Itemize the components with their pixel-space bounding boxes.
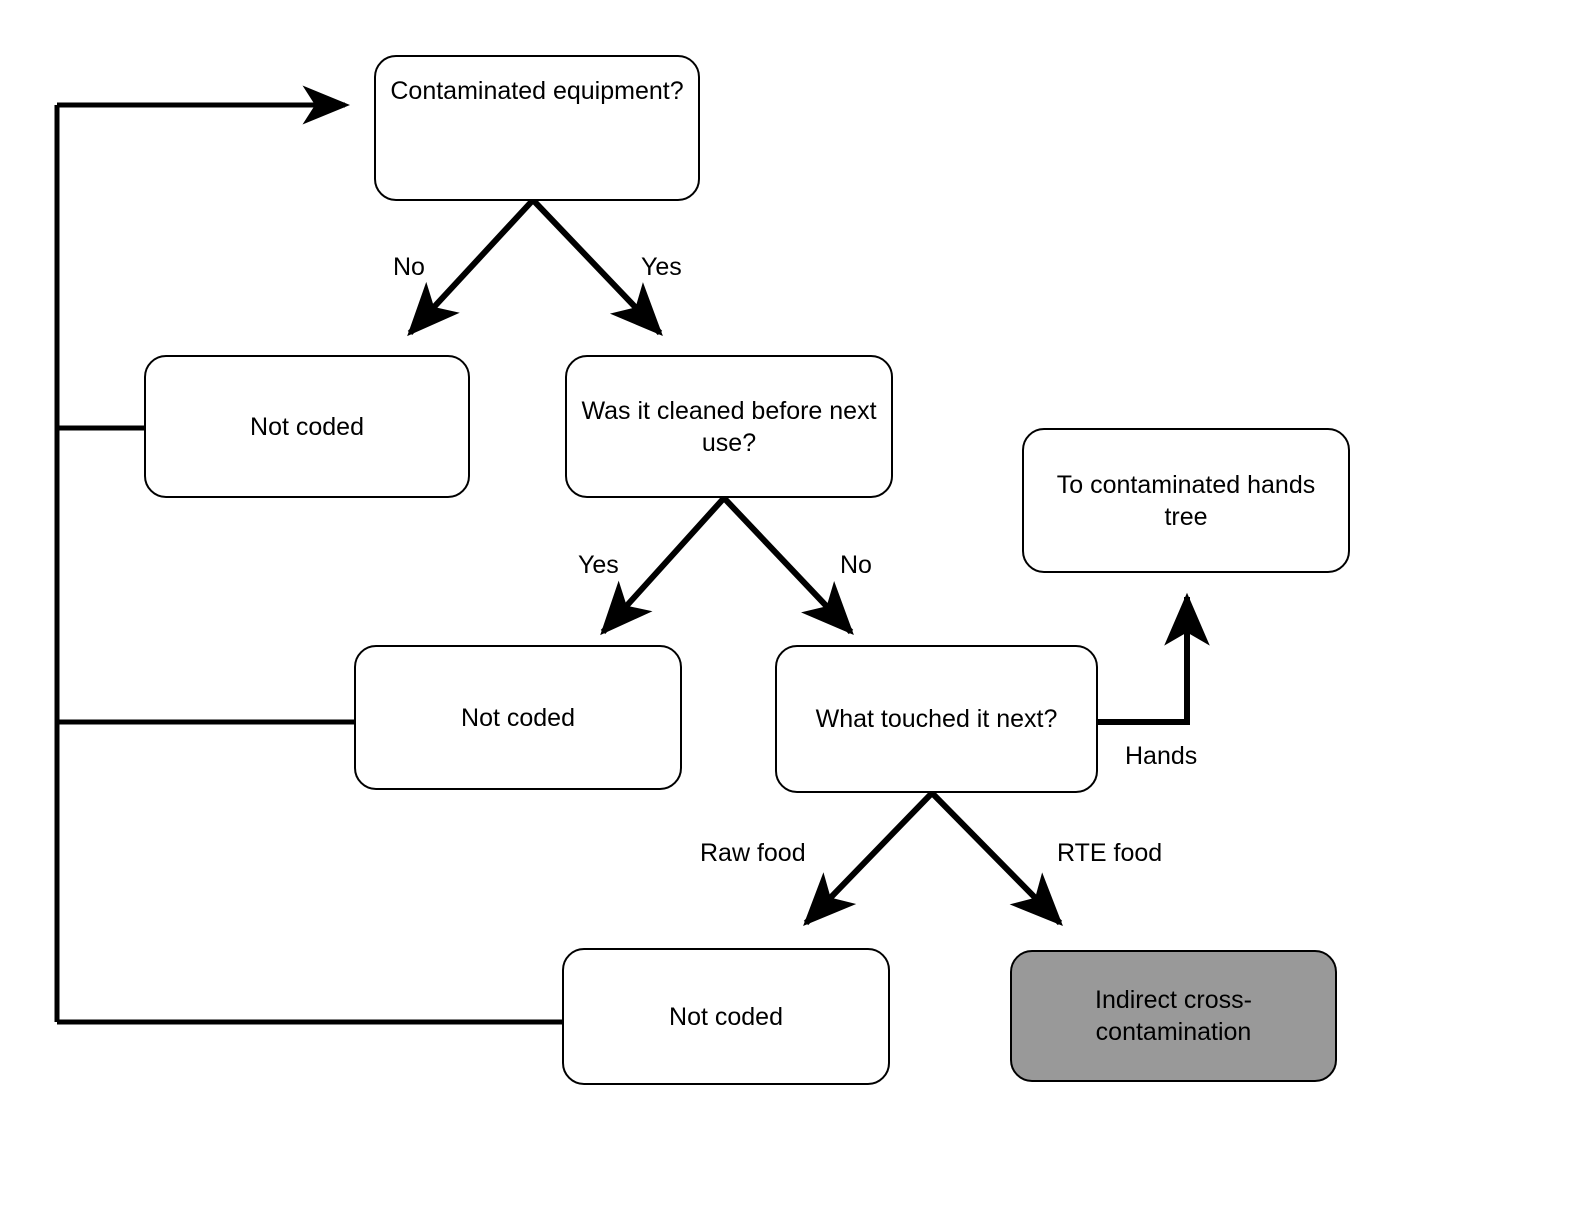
node-label: Not coded [461,703,575,732]
node-to-contaminated-hands-tree[interactable]: To contaminated hands tree [1022,428,1350,573]
edge-label-cleaned-yes: Yes [578,551,619,579]
node-indirect-cross-contamination[interactable]: Indirect cross-contamination [1010,950,1337,1082]
node-label: What touched it next? [815,705,1058,733]
node-what-touched-it-next[interactable]: What touched it next? [775,645,1098,793]
node-not-coded-3[interactable]: Not coded [562,948,890,1085]
edge-label-touched-hands: Hands [1125,742,1198,770]
node-label: To contaminated hands tree [1056,470,1316,531]
edge-touched-rte-food [929,790,1063,926]
edge-label-equipment-yes: Yes [641,253,682,281]
edge-label-equipment-no: No [393,253,425,281]
edge-equipment-no [407,197,536,337]
edge-label-cleaned-no: No [840,551,872,579]
node-label: Was it cleaned before next use? [581,396,877,457]
node-label: Indirect cross-contamination [1095,986,1252,1046]
node-not-coded-1[interactable]: Not coded [144,355,470,498]
node-not-coded-2[interactable]: Not coded [354,645,682,790]
edge-cleaned-no [721,495,854,636]
edge-touched-raw-food [803,790,935,927]
feedback-loop-edges [54,85,563,1025]
node-cleaned-before-next-use[interactable]: Was it cleaned before next use? [565,355,893,498]
node-contaminated-equipment[interactable]: Contaminated equipment? [374,55,700,201]
edge-label-touched-raw-food: Raw food [700,839,806,867]
edge-cleaned-yes [600,495,727,636]
node-label: Not coded [250,412,364,441]
node-label: Contaminated equipment? [390,77,684,105]
node-label: Not coded [669,1002,783,1031]
edge-touched-hands [1098,592,1210,725]
edge-label-touched-rte-food: RTE food [1057,839,1163,867]
